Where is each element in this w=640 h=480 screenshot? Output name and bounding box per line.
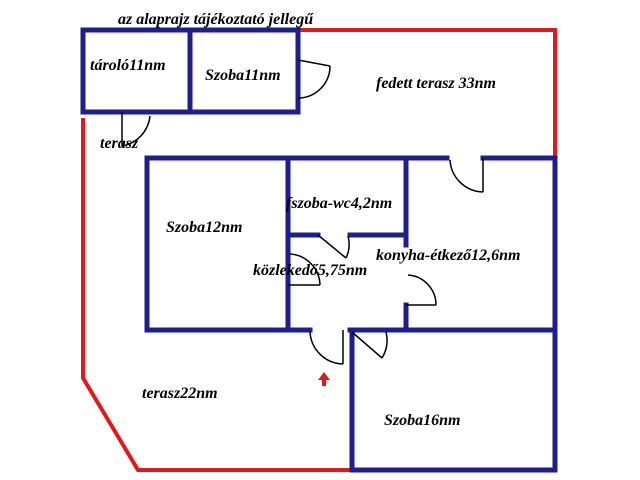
room-label-szoba12: Szoba12nm xyxy=(166,219,242,236)
room-label-konyha: konyha-étkező12,6nm xyxy=(376,247,520,264)
entrance-arrow-icon xyxy=(318,372,330,386)
door-konyha-outer xyxy=(449,158,484,193)
room-label-szoba16: Szoba16nm xyxy=(384,412,460,429)
room-label-kozlekedo: közlekedő5,75nm xyxy=(253,262,367,279)
plan-note: az alaprajz tájékoztató jellegű xyxy=(118,11,314,28)
door-szoba12 xyxy=(288,253,321,286)
house-walls xyxy=(144,155,558,473)
door-tarolo xyxy=(121,112,151,147)
room-label-terasz22: terasz22nm xyxy=(142,385,218,402)
room-label-terasz-small: terasz xyxy=(100,135,139,152)
room-label-fszoba-wc: fszoba-wc4,2nm xyxy=(286,195,392,212)
door-konyha-inner xyxy=(406,274,437,306)
top-block-walls xyxy=(80,27,301,115)
room-label-fedett-terasz: fedett terasz 33nm xyxy=(376,75,496,92)
door-szoba11 xyxy=(297,59,331,99)
room-label-tarolo: tároló11nm xyxy=(90,57,166,74)
plot-outline xyxy=(81,28,557,472)
door-wc xyxy=(317,234,350,259)
door-szoba16 xyxy=(351,331,388,359)
room-label-szoba11: Szoba11nm xyxy=(205,67,281,84)
door-entrance xyxy=(309,330,344,365)
